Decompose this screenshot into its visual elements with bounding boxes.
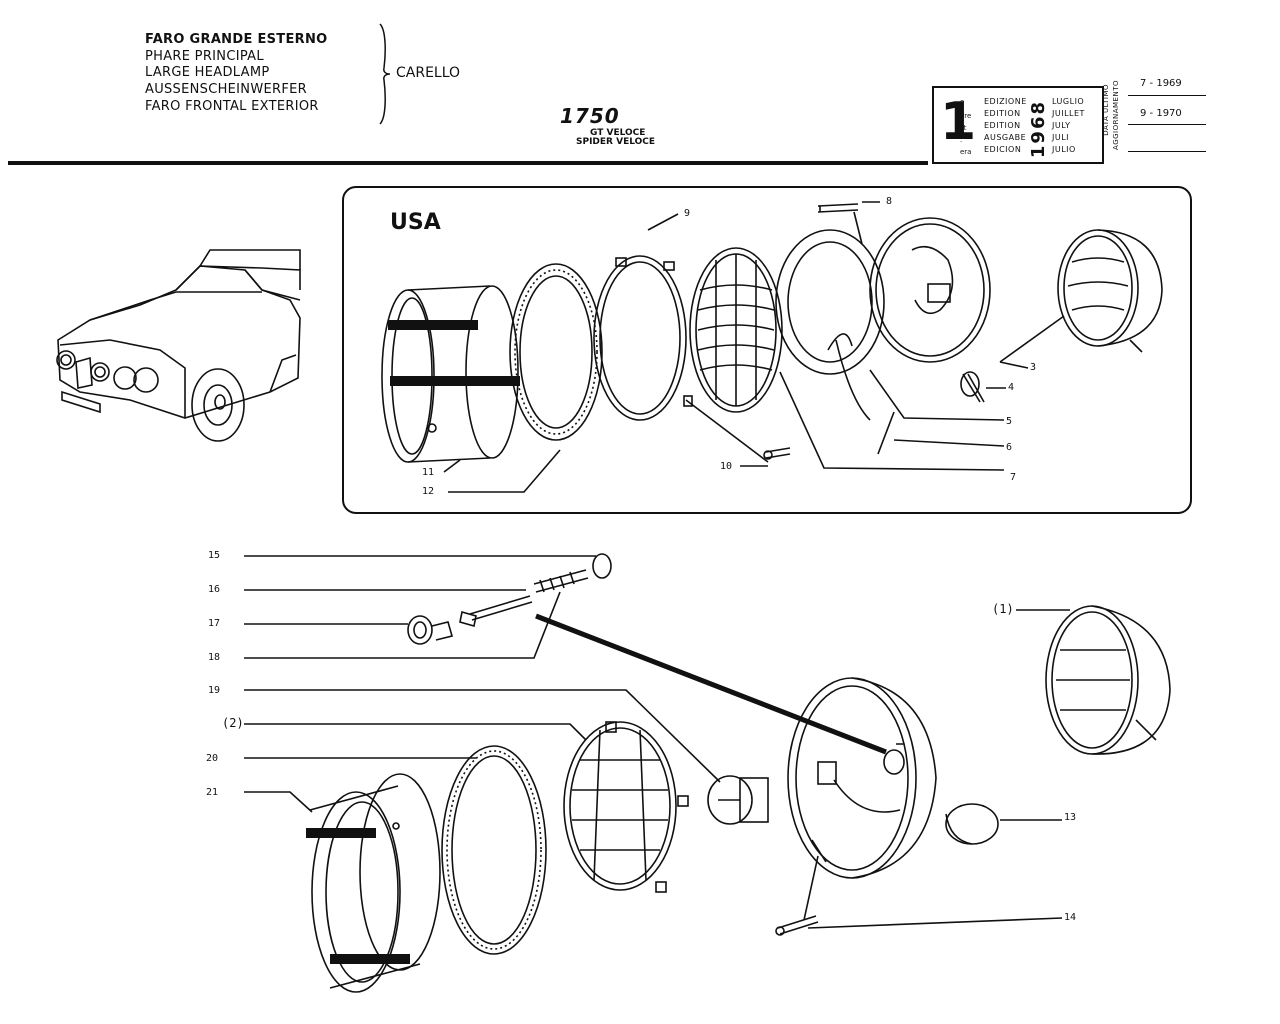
usa-mounting-ring [775, 229, 885, 421]
callout-5: 5 [1006, 416, 1013, 427]
edition-word: EDITION [984, 121, 1021, 130]
model-variant-spider: SPIDER VELOCE [576, 137, 656, 147]
title-spanish: FARO FRONTAL EXTERIOR [145, 99, 319, 114]
callout-4: 4 [1008, 382, 1015, 393]
main-gasket-ring [441, 745, 547, 955]
callout-6: 6 [1006, 442, 1013, 453]
usa-panel [342, 186, 1192, 514]
callout-11: 11 [422, 467, 435, 478]
main-reflector-housing [787, 677, 937, 879]
title-french: PHARE PRINCIPAL [145, 49, 264, 64]
edition-box: 1 o ere st . era EDIZIONE EDITION EDITIO… [932, 86, 1104, 164]
edition-month: JULI [1052, 133, 1070, 142]
edition-word: AUSGABE [984, 133, 1027, 142]
update-line [1128, 95, 1206, 96]
update-line [1128, 151, 1206, 152]
main-small-parts [407, 553, 999, 936]
callout-14: 14 [1064, 912, 1077, 923]
callout-12: 12 [422, 486, 435, 497]
title-italian: FARO GRANDE ESTERNO [145, 32, 328, 47]
main-bulb [707, 775, 769, 825]
edition-word: EDIZIONE [984, 97, 1027, 106]
edition-month: LUGLIO [1052, 97, 1085, 106]
callout-7: 7 [1010, 472, 1017, 483]
main-cable [535, 613, 887, 755]
usa-housing [869, 217, 991, 363]
main-complete-lamp [1045, 605, 1171, 755]
callout-10: 10 [720, 461, 733, 472]
callout-18: 18 [208, 652, 221, 663]
edition-sup: . [960, 136, 963, 144]
main-lens [563, 721, 689, 893]
update-line [1128, 124, 1206, 125]
callout-21: 21 [206, 787, 219, 798]
car-illustration [56, 249, 301, 442]
usa-gasket-ring [509, 263, 603, 441]
usa-small-parts [763, 203, 985, 460]
edition-sup: o [960, 98, 965, 106]
edition-sup: era [960, 148, 972, 156]
main-outer-rim [306, 773, 441, 993]
title-english: LARGE HEADLAMP [145, 65, 270, 80]
callout-1: (1) [992, 602, 1014, 616]
main-leader-lines [244, 555, 1070, 929]
callout-17: 17 [208, 618, 221, 629]
usa-sealed-beam [689, 247, 783, 413]
edition-month: JULIO [1052, 145, 1076, 154]
edition-month: JUILLET [1052, 109, 1085, 118]
usa-label: USA [390, 210, 441, 235]
header-rule [8, 161, 928, 165]
model-variant-gt: GT VELOCE [590, 128, 646, 138]
usa-complete-lamp [1057, 229, 1163, 353]
callout-3: 3 [1030, 362, 1037, 373]
brace-icon [379, 23, 391, 125]
callout-19: 19 [208, 685, 221, 696]
callout-8: 8 [886, 196, 893, 207]
title-german: AUSSENSCHEINWERFER [145, 82, 307, 97]
callout-2: (2) [222, 716, 244, 730]
usa-leader-lines [443, 201, 1065, 493]
edition-sup: st [960, 124, 967, 132]
update-date-1: 7 - 1969 [1140, 78, 1182, 89]
usa-retaining-ring [593, 255, 693, 421]
usa-outer-rim [381, 285, 520, 463]
edition-word: EDICION [984, 145, 1022, 154]
edition-month: JULY [1052, 121, 1071, 130]
callout-15: 15 [208, 550, 221, 561]
supplier-name: CARELLO [396, 65, 461, 81]
edition-sup: ere [960, 112, 972, 120]
edition-number: 1 [940, 92, 977, 152]
update-date-2: 9 - 1970 [1140, 108, 1182, 119]
edition-word: EDITION [984, 109, 1021, 118]
callout-9: 9 [684, 208, 691, 219]
callout-16: 16 [208, 584, 221, 595]
callout-13: 13 [1064, 812, 1077, 823]
model-number: 1750 [560, 104, 620, 128]
callout-20: 20 [206, 753, 219, 764]
